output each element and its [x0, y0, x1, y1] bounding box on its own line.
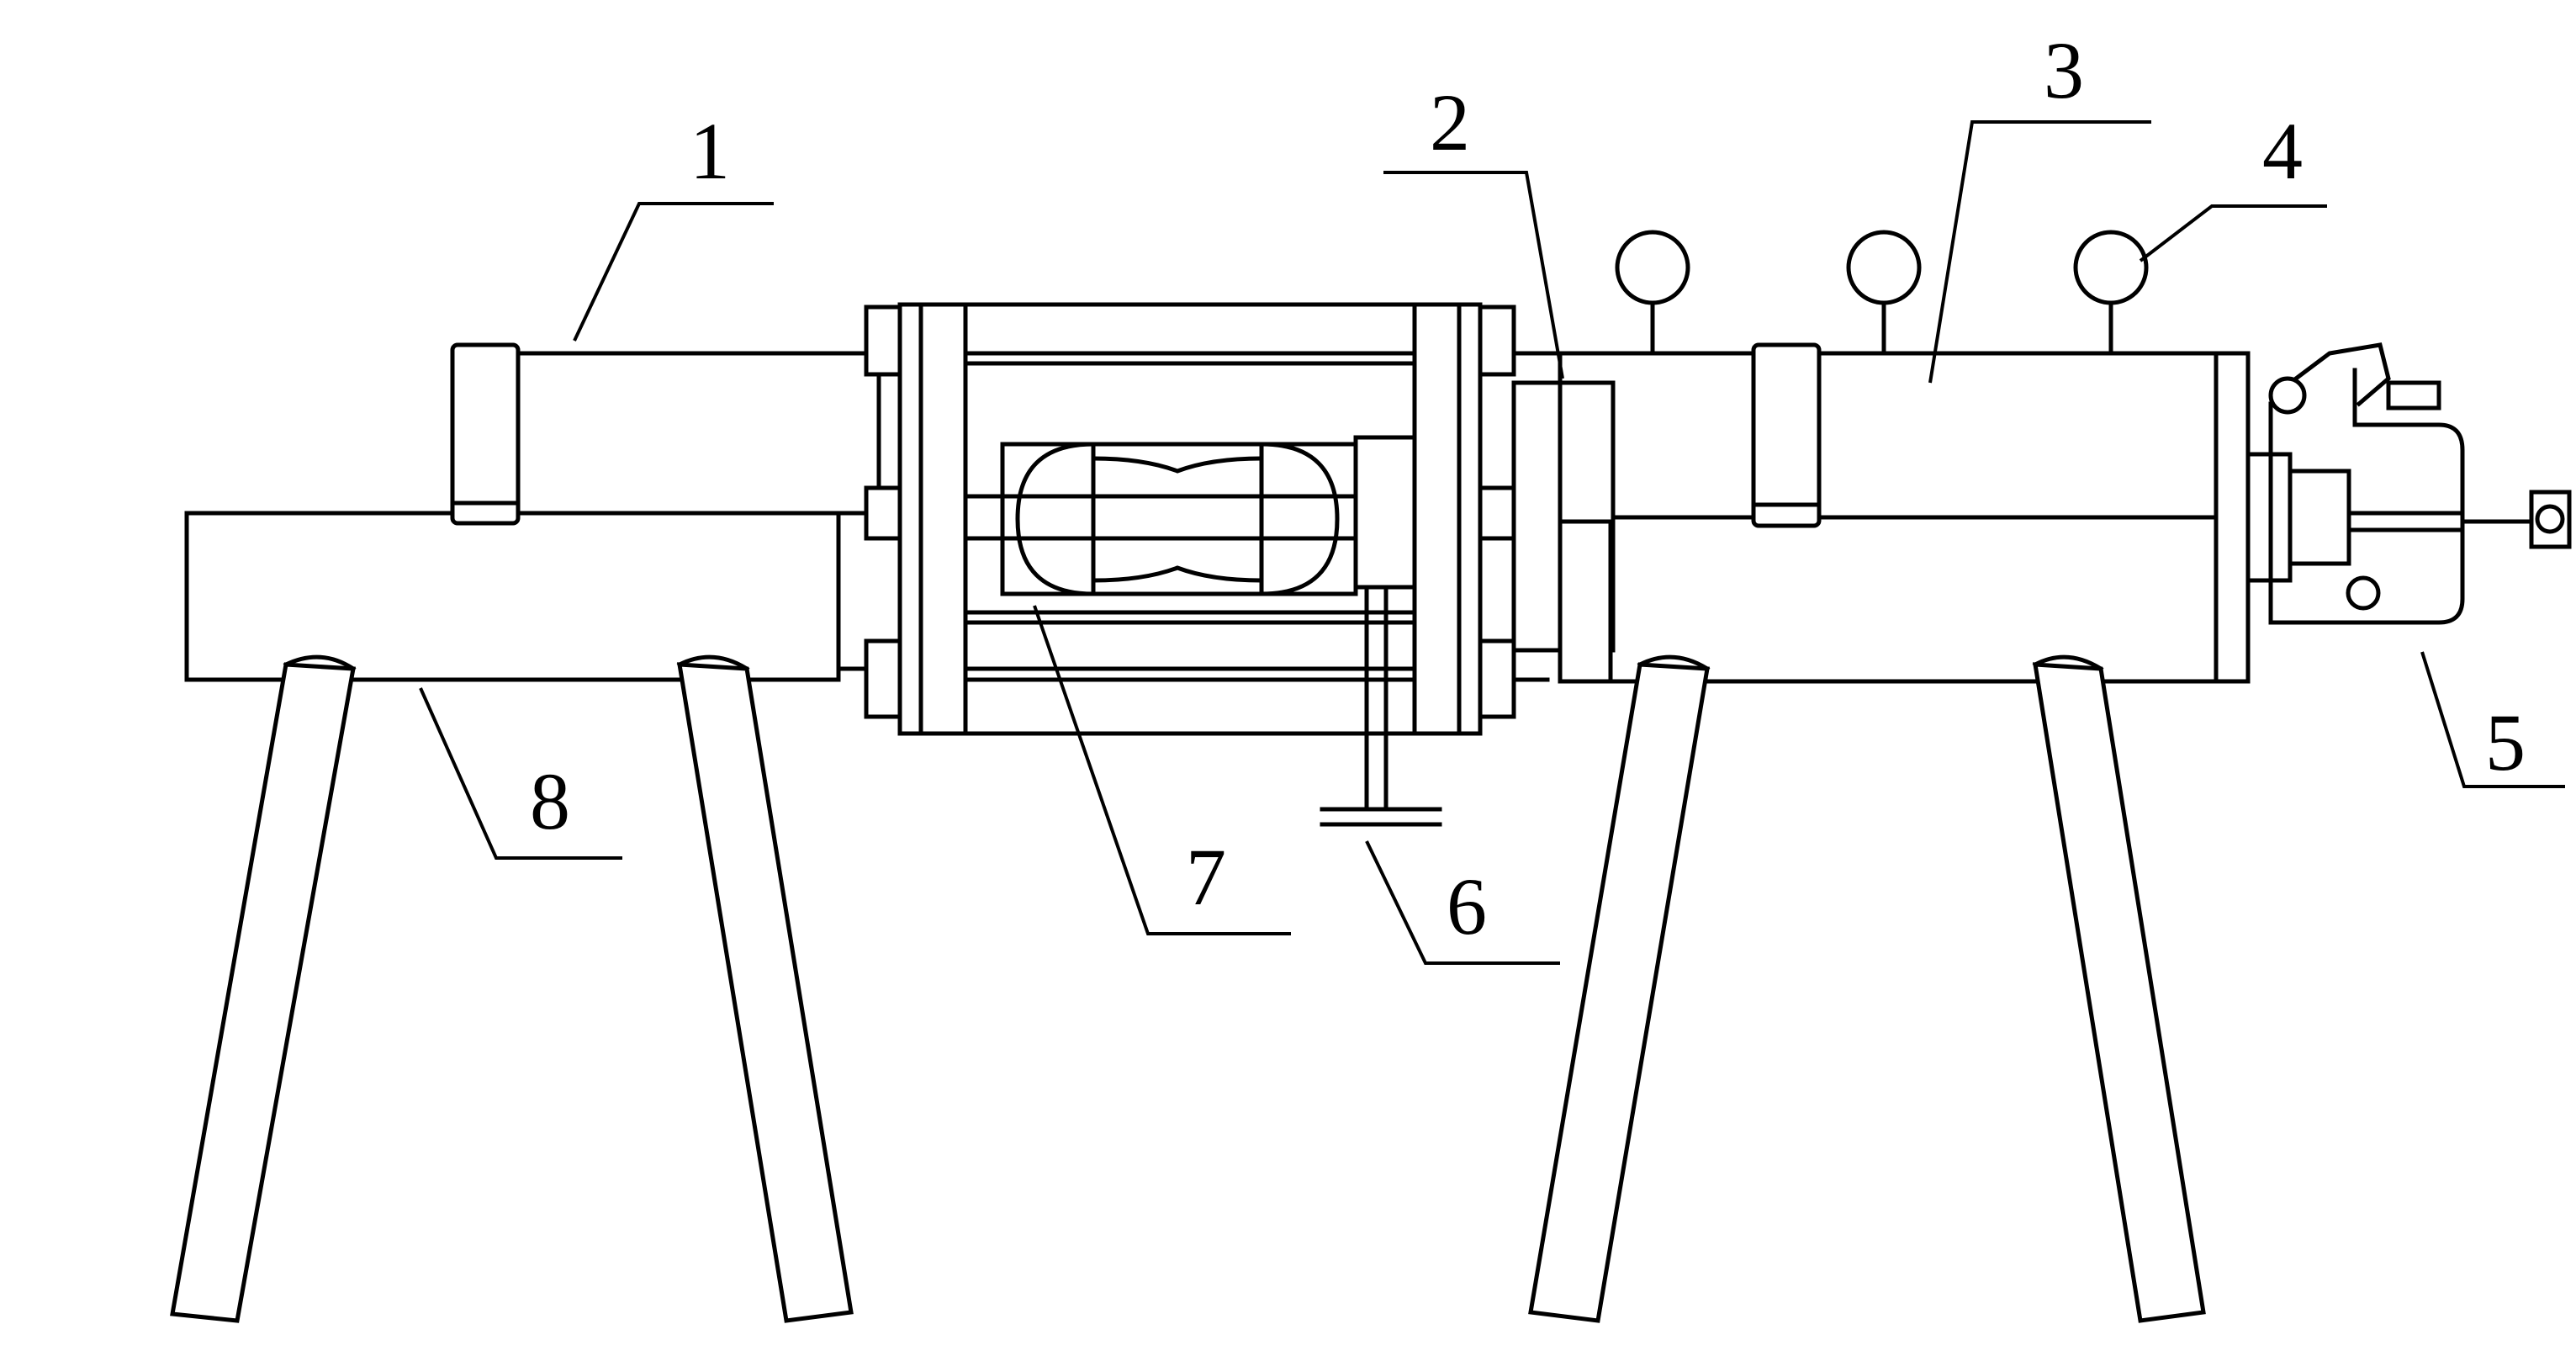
label-7: 7	[1186, 832, 1226, 922]
label-6: 6	[1447, 861, 1487, 951]
part-labels: 1 2 3 4 5 6 7 8	[530, 25, 2526, 951]
right-legs	[1528, 654, 2206, 1323]
label-8: 8	[530, 756, 570, 846]
left-legs	[170, 654, 854, 1323]
label-2: 2	[1430, 77, 1470, 167]
leader-lines	[419, 120, 2565, 965]
label-5: 5	[2485, 697, 2526, 787]
label-4: 4	[2262, 106, 2303, 196]
label-3: 3	[2044, 25, 2084, 115]
label-1: 1	[690, 106, 730, 196]
left-cylinder	[184, 342, 881, 682]
center-test-cell	[836, 302, 1516, 827]
right-cylinder	[1511, 230, 2251, 684]
right-end-mechanism	[2245, 342, 2572, 625]
